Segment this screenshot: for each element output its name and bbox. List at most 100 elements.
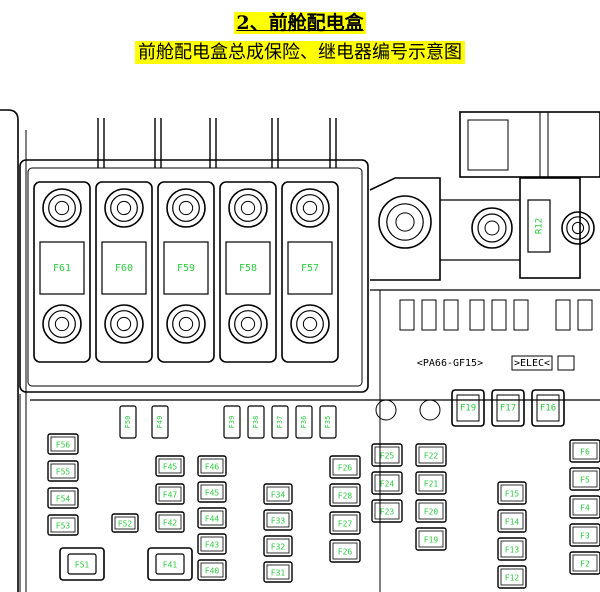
mini-fuse-inner <box>418 530 444 548</box>
mega-fuse-top-screw <box>290 188 330 228</box>
mega-fuse-window <box>101 241 147 295</box>
mega-fuse-top-screw <box>104 188 144 228</box>
mini-fuse-inner <box>374 474 400 492</box>
mini-fuse-label: F53 <box>56 522 71 531</box>
mega-fuse-bottom-screw-core <box>302 316 318 332</box>
mini-fuse-label: F13 <box>505 546 520 555</box>
mini-fuse-inner <box>266 512 290 528</box>
mini-fuse-label: F3 <box>580 532 590 541</box>
mini-fuse <box>197 507 227 529</box>
mini-fuse-inner <box>332 486 358 504</box>
mini-fuse <box>569 439 600 463</box>
mini-fuse <box>197 533 227 555</box>
mega-fuse-top-screw-ring <box>296 194 324 222</box>
page-subtitle: 前舱配电盒总成保险、继电器编号示意图 <box>0 38 600 64</box>
mini-fuse-label: F27 <box>338 520 353 529</box>
mega-fuse-bottom-screw <box>104 304 144 344</box>
mega-fuse-window <box>225 241 271 295</box>
vertical-fuse <box>271 405 289 439</box>
mini-fuse-label: F22 <box>424 452 439 461</box>
vertical-fuse-label: F38 <box>252 416 260 429</box>
mini-fuse-inner <box>332 514 358 532</box>
square-fuse-label: F19 <box>460 404 476 414</box>
mini-fuse-inner <box>200 510 224 526</box>
mega-fuse-bottom-screw-core <box>240 316 256 332</box>
mini-fuse-inner <box>572 498 598 516</box>
mini-fuse-label: F42 <box>163 519 178 528</box>
vertical-fuse-label: F36 <box>300 416 308 429</box>
mini-fuse-label: F56 <box>56 441 71 450</box>
bus-bar <box>369 177 441 281</box>
mini-fuse <box>329 539 361 563</box>
mini-fuse <box>263 509 293 531</box>
mega-fuse-top-screw-core <box>302 200 318 216</box>
mega-fuse-top-screw <box>42 188 82 228</box>
mini-fuse <box>569 495 600 519</box>
mini-fuse-inner <box>158 486 182 502</box>
mini-fuse-label: F31 <box>271 569 286 578</box>
mini-fuse <box>67 553 97 575</box>
mini-fuse-inner <box>418 474 444 492</box>
mini-fuse <box>371 443 403 467</box>
mini-fuse-label: F52 <box>118 520 133 529</box>
mini-fuse <box>329 455 361 479</box>
mini-fuse <box>569 523 600 547</box>
mega-fuse-top-screw <box>228 188 268 228</box>
mini-fuse-label: F54 <box>56 495 71 504</box>
mini-fuse-inner <box>332 542 358 560</box>
mega-fuse-body <box>95 181 153 363</box>
vertical-fuse-label: F39 <box>228 416 236 429</box>
mega-fuse-window <box>287 241 333 295</box>
mini-fuse-label: F5 <box>580 476 590 485</box>
mega-fuse-top-screw-ring <box>234 194 262 222</box>
mega-fuse-top-screw-ring <box>172 194 200 222</box>
mini-fuse-label: F21 <box>424 480 439 489</box>
mini-fuse <box>569 551 600 575</box>
mega-fuse-top-screw-core <box>240 200 256 216</box>
top-right-housing <box>459 111 600 178</box>
mega-fuse-top-screw-core <box>54 200 70 216</box>
mini-fuse-inner <box>50 517 76 533</box>
mini-fuse <box>415 527 447 551</box>
mega-fuse-body <box>281 181 339 363</box>
mega-fuse-body <box>157 181 215 363</box>
mini-fuse-inner <box>50 463 76 479</box>
vertical-fuse-label: F49 <box>156 416 164 429</box>
mega-fuse-body <box>219 181 277 363</box>
mega-fuse-bottom-screw-ring <box>110 310 138 338</box>
mini-fuse <box>497 509 527 533</box>
mega-fuse-window <box>39 241 85 295</box>
mega-fuse-top-screw-core <box>178 200 194 216</box>
mega-fuse-bottom-screw-ring <box>234 310 262 338</box>
mini-fuse <box>155 483 185 505</box>
mega-fuse-bottom-screw-core <box>116 316 132 332</box>
vertical-fuse-label: F50 <box>124 416 132 429</box>
vertical-fuse <box>247 405 265 439</box>
mini-fuse-inner <box>200 562 224 578</box>
mini-fuse-label: F45 <box>163 463 178 472</box>
mini-fuse <box>155 553 185 575</box>
mega-fuse-top-screw-core <box>116 200 132 216</box>
mini-fuse <box>155 455 185 477</box>
mini-fuse-label: F45 <box>205 489 220 498</box>
relay-bolt-right <box>561 211 595 245</box>
page-title: 2、前舱配电盒 <box>234 12 366 34</box>
mega-fuse-label: F60 <box>115 263 133 274</box>
mini-fuse <box>197 455 227 477</box>
mini-fuse-inner <box>572 470 598 488</box>
mini-fuse-label: F23 <box>380 508 395 517</box>
mega-fuse-window <box>163 241 209 295</box>
mini-fuse-label: F40 <box>205 567 220 576</box>
mini-fuse-label: F15 <box>505 490 520 499</box>
mini-fuse-inner <box>418 446 444 464</box>
mini-fuse-label: F34 <box>271 491 286 500</box>
mini-fuse-inner <box>50 490 76 506</box>
mega-fuse-bottom-screw-core <box>178 316 194 332</box>
mini-fuse-label: F6 <box>580 448 590 457</box>
mega-fuse-block <box>19 159 369 393</box>
mini-fuse-inner <box>266 538 290 554</box>
mini-fuse <box>263 483 293 505</box>
mini-fuse-inner <box>572 554 598 572</box>
mini-fuse <box>329 511 361 535</box>
